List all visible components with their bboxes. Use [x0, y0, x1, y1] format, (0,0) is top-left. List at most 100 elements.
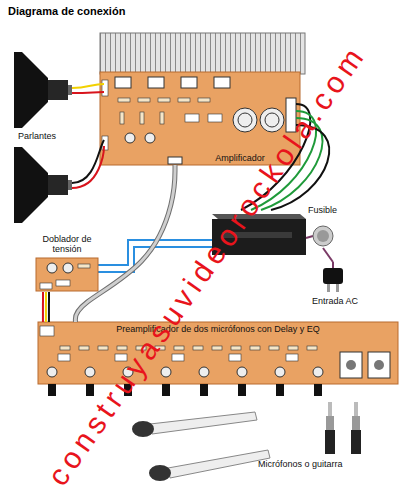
doubler-pcb	[40, 283, 52, 289]
ac-plug	[327, 284, 330, 292]
speaker	[14, 52, 72, 128]
amplifier-pcb	[265, 113, 279, 127]
amplifier-pcb	[178, 98, 190, 102]
wire-connector	[323, 248, 333, 262]
preamp-pcb	[368, 352, 390, 378]
microphone	[149, 450, 270, 481]
speaker	[48, 175, 68, 195]
transformer	[222, 232, 292, 238]
preamp-pcb	[48, 384, 56, 396]
doubler-wire	[98, 247, 212, 272]
amplifier-pcb	[100, 72, 300, 165]
amplifier-pcb	[198, 98, 210, 102]
preamp-pcb	[115, 354, 127, 361]
preamp-pcb	[286, 354, 298, 361]
power-wire	[332, 262, 334, 268]
power-wire	[241, 104, 333, 268]
wire-strand	[323, 248, 333, 262]
preamp-pcb	[40, 326, 54, 336]
amplifier-pcb	[118, 98, 130, 102]
microphone	[150, 412, 257, 434]
preamp-pcb	[314, 384, 322, 396]
preamp-pcb	[136, 346, 146, 350]
fuse: Fusible	[300, 203, 345, 248]
preamp-pcb	[212, 346, 222, 350]
preamp-pcb	[117, 346, 127, 350]
speaker-wire	[72, 84, 104, 188]
preamp-pcb	[174, 346, 184, 350]
ac-plug	[336, 284, 339, 292]
speaker-label: Parlantes	[18, 131, 56, 141]
preamp-pcb	[307, 346, 317, 350]
speaker	[68, 180, 72, 190]
heatsink	[100, 33, 305, 74]
speaker	[14, 52, 48, 128]
preamp-pcb	[229, 354, 241, 361]
amplifier-pcb	[140, 112, 144, 124]
amplifier-pcb	[233, 108, 257, 132]
preamp-pcb	[58, 354, 70, 361]
ac-plug	[323, 268, 343, 284]
speaker	[48, 80, 68, 100]
preamp-pcb	[250, 346, 260, 350]
node-label: Entrada AC	[310, 296, 360, 306]
amplifier-pcb	[100, 72, 300, 165]
microphone	[132, 421, 154, 437]
amplifier-pcb	[185, 114, 199, 122]
node-label: Amplificador	[213, 153, 267, 163]
speaker-wire	[72, 140, 104, 183]
transformer	[212, 214, 306, 219]
preamp-pcb	[340, 352, 362, 378]
node-label: Preamplificador de dos micrófonos con De…	[114, 324, 322, 334]
preamp-pcb	[269, 346, 279, 350]
preamp-pcb	[38, 322, 398, 384]
doubler-pcb	[36, 258, 98, 291]
jack-plug	[325, 430, 335, 454]
amplifier-pcb	[102, 80, 108, 96]
preamp-pcb	[313, 367, 323, 377]
amplifier-pcb	[160, 112, 164, 124]
preamp-pcb	[155, 346, 165, 350]
transformer	[212, 209, 306, 255]
preamp-pcb	[162, 384, 170, 396]
preamp-pcb	[288, 346, 298, 350]
doubler-pcb	[56, 280, 70, 286]
amplifier-pcb	[238, 113, 252, 127]
amplifier-pcb	[158, 98, 170, 102]
transformer	[212, 219, 306, 255]
speaker-wire	[72, 84, 104, 88]
diagram-title: Diagrama de conexión	[8, 5, 125, 17]
preamp-pcb	[47, 367, 57, 377]
speaker-wire	[72, 146, 104, 188]
preamp-pcb	[275, 367, 285, 377]
preamp-board: Preamplificador de dos micrófonos con De…	[38, 322, 398, 384]
amplifier-pcb	[208, 114, 222, 122]
power-wire	[306, 236, 313, 238]
power-wire	[271, 125, 329, 210]
amplifier-pcb	[145, 133, 155, 143]
preamp-pcb	[172, 354, 184, 361]
amplifier-pcb	[214, 77, 230, 88]
wire-strand	[45, 292, 47, 322]
speaker	[68, 85, 72, 95]
fuse-holder	[313, 226, 333, 246]
microphone	[168, 450, 270, 478]
preamp-pcb	[374, 360, 384, 370]
jack-plug	[325, 402, 335, 454]
wire-strand	[42, 292, 44, 322]
preamp-pcb	[200, 384, 208, 396]
preamp-pcb	[86, 384, 94, 396]
amplifier-pcb	[138, 98, 150, 102]
speaker-wire	[72, 92, 104, 93]
amplifier-pcb	[115, 77, 131, 88]
ac-plug: Entrada AC	[300, 262, 370, 308]
speaker	[14, 147, 48, 223]
wire-strand	[48, 292, 50, 322]
node-label: Doblador de tensión	[37, 234, 97, 255]
doubler-pcb	[63, 263, 73, 273]
jack-plug	[351, 402, 361, 454]
preamp-pcb	[238, 384, 246, 396]
amplifier-pcb	[181, 77, 197, 88]
preamp-pcb	[161, 367, 171, 377]
